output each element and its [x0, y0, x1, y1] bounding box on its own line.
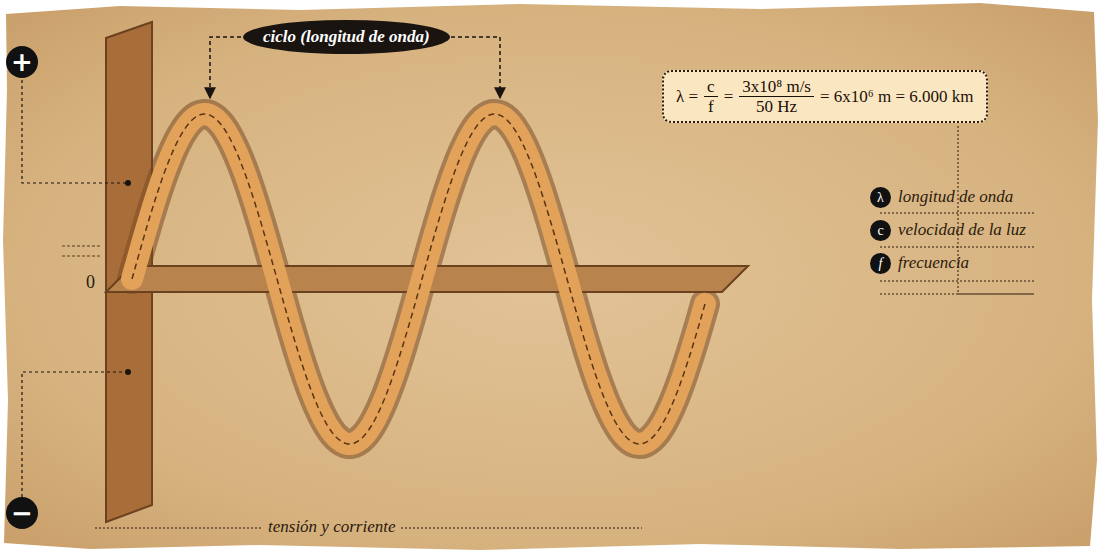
cycle-bracket — [444, 37, 500, 98]
symbol-badge: λ — [870, 187, 891, 208]
denominator: 50 Hz — [753, 97, 800, 116]
plus-leader — [22, 80, 126, 183]
legend-rules — [880, 213, 1036, 294]
symbol-badge: c — [870, 220, 891, 241]
fraction: cf — [704, 77, 718, 116]
axis-zero: 0 — [86, 271, 95, 293]
numerator: 3x10⁸ m/s — [739, 77, 814, 97]
symbol-text: + — [11, 49, 33, 75]
symbol-badge: f — [870, 253, 891, 274]
node-text: ciclo (longitud de onda) — [263, 27, 430, 46]
legend-text: velocidad de la luz — [898, 219, 1026, 241]
symbol-text: c — [877, 224, 883, 238]
axis-ticks — [62, 246, 100, 256]
symbol-text: − — [11, 500, 33, 526]
denominator: f — [705, 97, 717, 116]
cycle-bracket — [210, 37, 248, 98]
legend-text: longitud de onda — [898, 186, 1013, 208]
formula-leader — [958, 126, 1034, 294]
axis-caption: tensión y corriente — [268, 516, 395, 538]
wave-ribbon — [132, 114, 705, 444]
polarity-plus: + — [6, 46, 38, 78]
formula-text: λ = — [676, 87, 698, 107]
formula-box: λ = cf =3x10⁸ m/s50 Hz = 6x10⁶ m = 6.000 km — [662, 70, 988, 123]
wave-centerline — [132, 114, 705, 444]
symbol-text: f — [879, 257, 883, 271]
legend-text: frecuencia — [898, 252, 969, 274]
leader-dot — [125, 369, 131, 375]
cycle-label: ciclo (longitud de onda) — [243, 20, 450, 54]
leader-dot — [125, 180, 131, 186]
fraction: 3x10⁸ m/s50 Hz — [739, 77, 814, 116]
numerator: c — [704, 77, 718, 97]
symbol-text: λ — [877, 191, 884, 205]
formula-text: = — [724, 87, 734, 107]
polarity-minus: − — [6, 497, 38, 529]
parchment — [3, 3, 1098, 550]
minus-leader — [22, 372, 126, 497]
formula-text: = 6x10⁶ m = 6.000 km — [820, 87, 974, 107]
